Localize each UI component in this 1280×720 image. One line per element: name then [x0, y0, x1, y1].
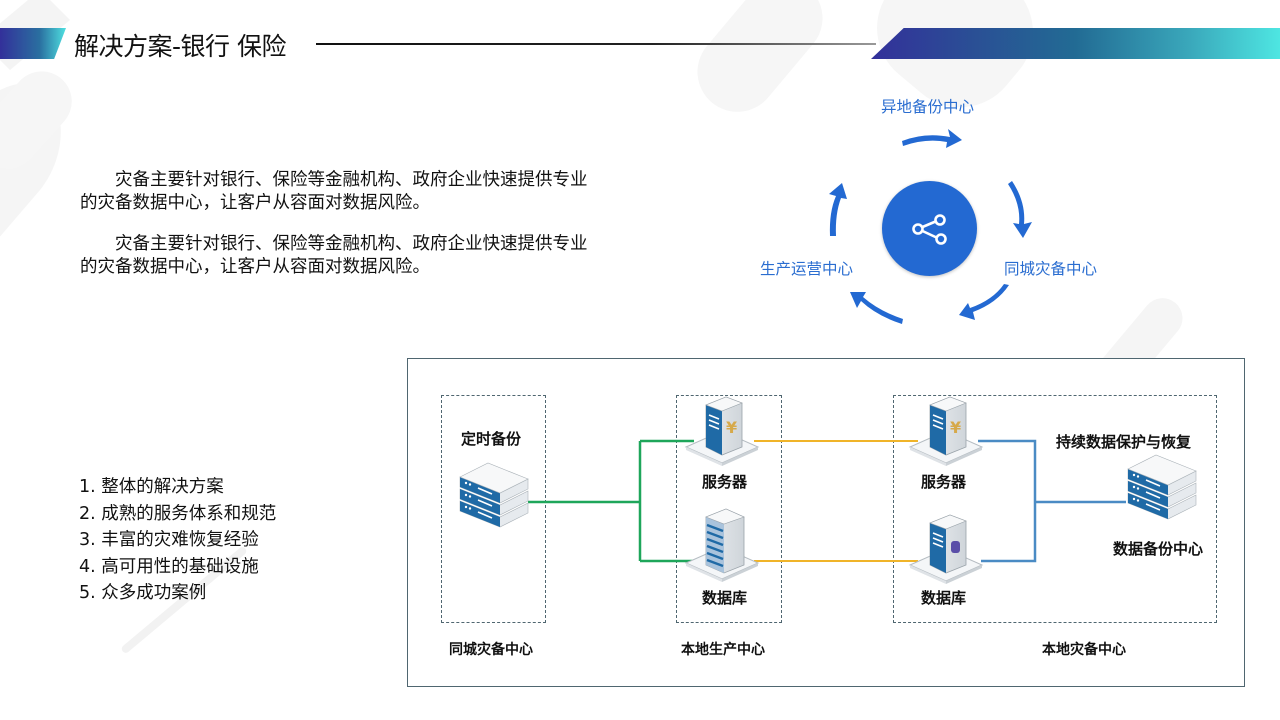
- cycle-arrows: [829, 129, 1032, 324]
- zone-city-dr: [441, 395, 546, 623]
- cycle-node-city-dr: 同城灾备中心: [1004, 260, 1098, 278]
- cycle-node-offsite-backup: 异地备份中心: [881, 98, 975, 116]
- cycle-hub: [882, 181, 977, 276]
- cycle-node-production: 生产运营中心: [760, 260, 854, 278]
- feature-item: 1. 整体的解决方案: [79, 477, 224, 497]
- header-accent-bar-left: [0, 28, 66, 59]
- label-production-server: 服务器: [702, 473, 748, 491]
- cycle-arrow-left: [829, 183, 847, 236]
- header-accent-bar-right: [871, 28, 1280, 59]
- data-backup-center-icon: [1128, 455, 1196, 519]
- header-divider: [316, 43, 876, 45]
- feature-item: 5. 众多成功案例: [79, 583, 207, 603]
- label-dr-database: 数据库: [921, 589, 967, 607]
- label-dr-server: 服务器: [921, 473, 967, 491]
- label-scheduled-backup: 定时备份: [461, 430, 522, 448]
- page-title: 解决方案-银行 保险: [74, 32, 286, 61]
- feature-item: 2. 成熟的服务体系和规范: [79, 503, 277, 524]
- zone-title-city-dr: 同城灾备中心: [449, 642, 533, 658]
- dr-server-icon: [910, 397, 982, 466]
- share-nodes-icon: [911, 213, 947, 245]
- link-dr-server-to-bus: [978, 439, 1037, 563]
- dr-database-icon: [910, 515, 982, 584]
- intro-paragraph: 灾备主要针对银行、保险等金融机构、政府企业快速提供专业的灾备数据中心，让客户从容…: [80, 170, 588, 213]
- feature-item: 3. 丰富的灾难恢复经验: [79, 530, 259, 550]
- cycle-arrow-bottom-right: [959, 284, 1009, 320]
- feature-item: 4. 高可用性的基础设施: [79, 556, 259, 577]
- zone-local-production: [676, 395, 782, 623]
- cycle-arrow-right: [1008, 181, 1032, 238]
- dr-cycle-graphic: 异地备份中心 同城灾备中心 生产运营中心: [740, 80, 1120, 340]
- blue-links: [978, 439, 1126, 563]
- zone-local-dr: [893, 395, 1217, 623]
- diagram-graphics: ¥: [408, 359, 1246, 688]
- label-production-database: 数据库: [702, 589, 748, 607]
- zone-title-local-production: 本地生产中心: [681, 642, 765, 658]
- cycle-arrow-top: [902, 129, 962, 148]
- production-database-icon: [686, 509, 758, 582]
- architecture-diagram: ¥: [407, 358, 1245, 687]
- zone-title-local-dr: 本地灾备中心: [1042, 642, 1126, 658]
- label-cdp: 持续数据保护与恢复: [1056, 433, 1192, 451]
- backup-storage-icon: [460, 463, 528, 527]
- green-links: [528, 439, 694, 563]
- yellow-links: [754, 440, 918, 562]
- label-data-backup-center: 数据备份中心: [1113, 540, 1204, 558]
- production-server-icon: [686, 397, 758, 466]
- intro-paragraph: 灾备主要针对银行、保险等金融机构、政府企业快速提供专业的灾备数据中心，让客户从容…: [80, 234, 588, 277]
- feature-list: 1. 整体的解决方案 2. 成熟的服务体系和规范 3. 丰富的灾难恢复经验 4.…: [79, 474, 276, 607]
- cycle-arrow-bottom-left: [850, 292, 903, 324]
